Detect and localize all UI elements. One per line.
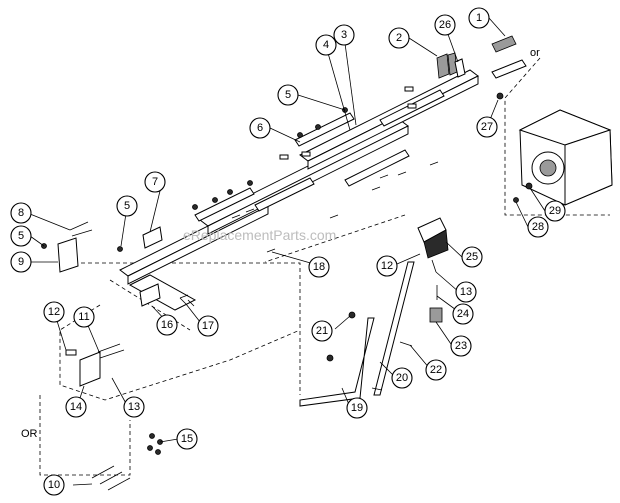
part-27-nut [496,92,504,100]
svg-text:13: 13 [128,401,140,413]
callout-5-header: 5 [10,225,32,247]
callout-5-rail: 5 [116,195,138,217]
svg-text:26: 26 [439,19,451,31]
callout-2: 2 [388,27,410,49]
svg-text:15: 15 [181,433,193,445]
svg-text:18: 18 [313,261,325,273]
svg-text:28: 28 [532,221,544,233]
svg-text:21: 21 [316,325,328,337]
svg-text:5: 5 [285,89,291,101]
callout-16: 16 [156,314,178,336]
callout-26: 26 [434,14,456,36]
watermark-text: eReplacementParts.com [183,227,336,243]
svg-text:9: 9 [18,256,24,268]
arm-bolt [371,387,383,391]
part-1-drive-cover [491,35,527,79]
part-17-screws [179,297,195,307]
svg-text:2: 2 [396,32,402,44]
callout-21: 21 [311,320,333,342]
callout-13-arm: 13 [455,281,477,303]
svg-text:5: 5 [124,200,130,212]
svg-text:11: 11 [78,311,89,323]
svg-text:19: 19 [351,402,363,414]
callout-8: 8 [10,202,32,224]
part-10-bolts [91,465,131,491]
callout-12-door: 12 [43,301,65,323]
callout-12-arm: 12 [376,255,398,277]
callout-25: 25 [461,246,483,268]
svg-text:29: 29 [549,205,561,217]
callout-13-door: 13 [123,396,145,418]
part-19-curved-arm [299,317,375,407]
svg-text:7: 7 [152,176,158,188]
callout-19: 19 [346,397,368,419]
svg-text:4: 4 [323,39,329,51]
svg-text:22: 22 [430,364,442,376]
dashed-outline-alt-bracket [39,395,131,476]
callout-18: 18 [308,256,330,278]
trolley-part-25 [417,217,449,259]
part-8-bolts [69,221,93,237]
svg-text:27: 27 [481,121,493,133]
part-20-straight-arm [373,261,415,396]
callout-11: 11 [73,306,95,328]
callout-14: 14 [65,396,87,418]
svg-text:23: 23 [455,340,467,352]
svg-text:3: 3 [341,29,347,41]
part-16-bracket [139,283,161,307]
callout-20: 20 [391,367,413,389]
callout-7: 7 [144,171,166,193]
svg-text:17: 17 [202,320,214,332]
dashed-outline-arm [60,262,301,395]
part-2-clip [436,52,458,79]
part-21-nut [348,311,356,319]
callout-24: 24 [452,303,474,325]
part-14-door-bracket [79,351,101,387]
callout-6: 6 [249,117,271,139]
part-15-nuts [147,433,163,455]
svg-text:6: 6 [257,122,263,134]
callout-5: 5 [277,84,299,106]
part-23-spring [429,307,443,323]
callout-28: 28 [527,216,549,238]
part-7-bracket [142,226,163,249]
part-26-stop [454,58,466,78]
callout-4: 4 [315,34,337,56]
part-12-pin [65,349,77,356]
callout-3: 3 [333,24,355,46]
svg-text:13: 13 [460,286,472,298]
svg-text:12: 12 [381,260,393,272]
callout-23: 23 [450,335,472,357]
part-9-header-bracket [57,237,79,273]
part-13-pin [431,259,437,273]
svg-text:20: 20 [396,372,408,384]
svg-text:12: 12 [48,306,60,318]
svg-text:8: 8 [18,207,24,219]
dashed-outline-arm-top [264,214,406,263]
callout-22: 22 [425,359,447,381]
svg-text:16: 16 [161,319,173,331]
or-label-large: OR [21,428,38,440]
callout-29: 29 [544,200,566,222]
callout-15: 15 [176,428,198,450]
callout-17: 17 [197,315,219,337]
or-label-small: or [530,47,540,59]
callout-leaders [29,17,546,486]
svg-text:25: 25 [466,251,478,263]
motor-unit [513,109,613,206]
svg-text:24: 24 [457,308,469,320]
svg-text:14: 14 [70,401,82,413]
callout-1: 1 [468,7,490,29]
arm-nut [326,354,334,362]
svg-text:10: 10 [48,479,60,491]
callout-10: 10 [43,474,65,496]
part-11-screws [97,343,125,359]
callout-27: 27 [476,116,498,138]
svg-text:5: 5 [18,230,24,242]
callout-9: 9 [10,251,32,273]
svg-text:1: 1 [476,12,482,24]
dashed-outline-bracket [59,304,301,401]
